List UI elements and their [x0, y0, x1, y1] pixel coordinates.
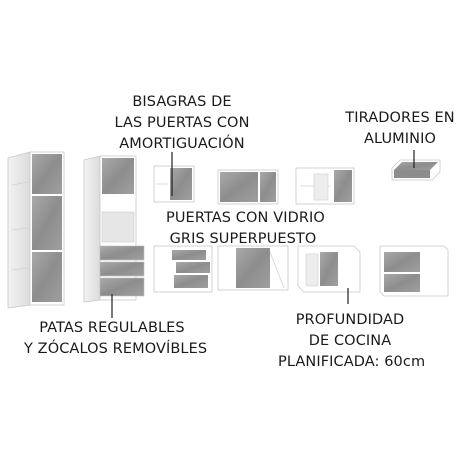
callout-handles-line-1: TIRADORES EN [345, 110, 455, 126]
callout-feet: PATAS REGULABLES Y ZÓCALOS REMOVÍBLES [24, 318, 208, 360]
upper-flip-cabinet [391, 159, 441, 181]
callout-depth-line-3: PLANIFICADA: 60cm [278, 354, 426, 370]
leader-lines [111, 150, 415, 318]
callout-glass-doors-line-2: GRIS SUPERPUESTO [169, 231, 317, 247]
tall-pantry-cabinet [7, 151, 65, 309]
callout-hinges-line-3: AMORTIGUACIÓN [119, 136, 245, 152]
callout-handles: TIRADORES EN ALUMINIO [340, 108, 460, 150]
base-corner-cabinet [297, 245, 361, 293]
base-drawer-cabinet [153, 245, 213, 293]
callout-depth-line-2: DE COCINA [308, 333, 392, 349]
base-sink-cabinet [379, 245, 449, 297]
callout-depth: PROFUNDIDAD DE COCINA PLANIFICADA: 60cm [278, 310, 426, 373]
upper-corner-cabinet [295, 167, 355, 205]
oven-tower-cabinet [83, 155, 145, 303]
callout-hinges-line-2: LAS PUERTAS CON [114, 115, 250, 131]
callout-feet-line-2: Y ZÓCALOS REMOVÍBLES [24, 341, 208, 357]
callout-hinges-line-1: BISAGRAS DE [132, 94, 232, 110]
base-door-cabinet [217, 245, 289, 291]
callout-glass-doors-line-1: PUERTAS CON VIDRIO [166, 210, 325, 226]
upper-cabinet-2 [217, 169, 279, 205]
callout-depth-line-1: PROFUNDIDAD [295, 312, 405, 328]
callout-feet-line-1: PATAS REGULABLES [39, 320, 185, 336]
callout-glass-doors: PUERTAS CON VIDRIO GRIS SUPERPUESTO [166, 208, 325, 250]
callout-hinges: BISAGRAS DE LAS PUERTAS CON AMORTIGUACIÓ… [112, 92, 252, 155]
upper-cabinet-1 [153, 165, 195, 203]
callout-handles-line-2: ALUMINIO [363, 131, 436, 147]
